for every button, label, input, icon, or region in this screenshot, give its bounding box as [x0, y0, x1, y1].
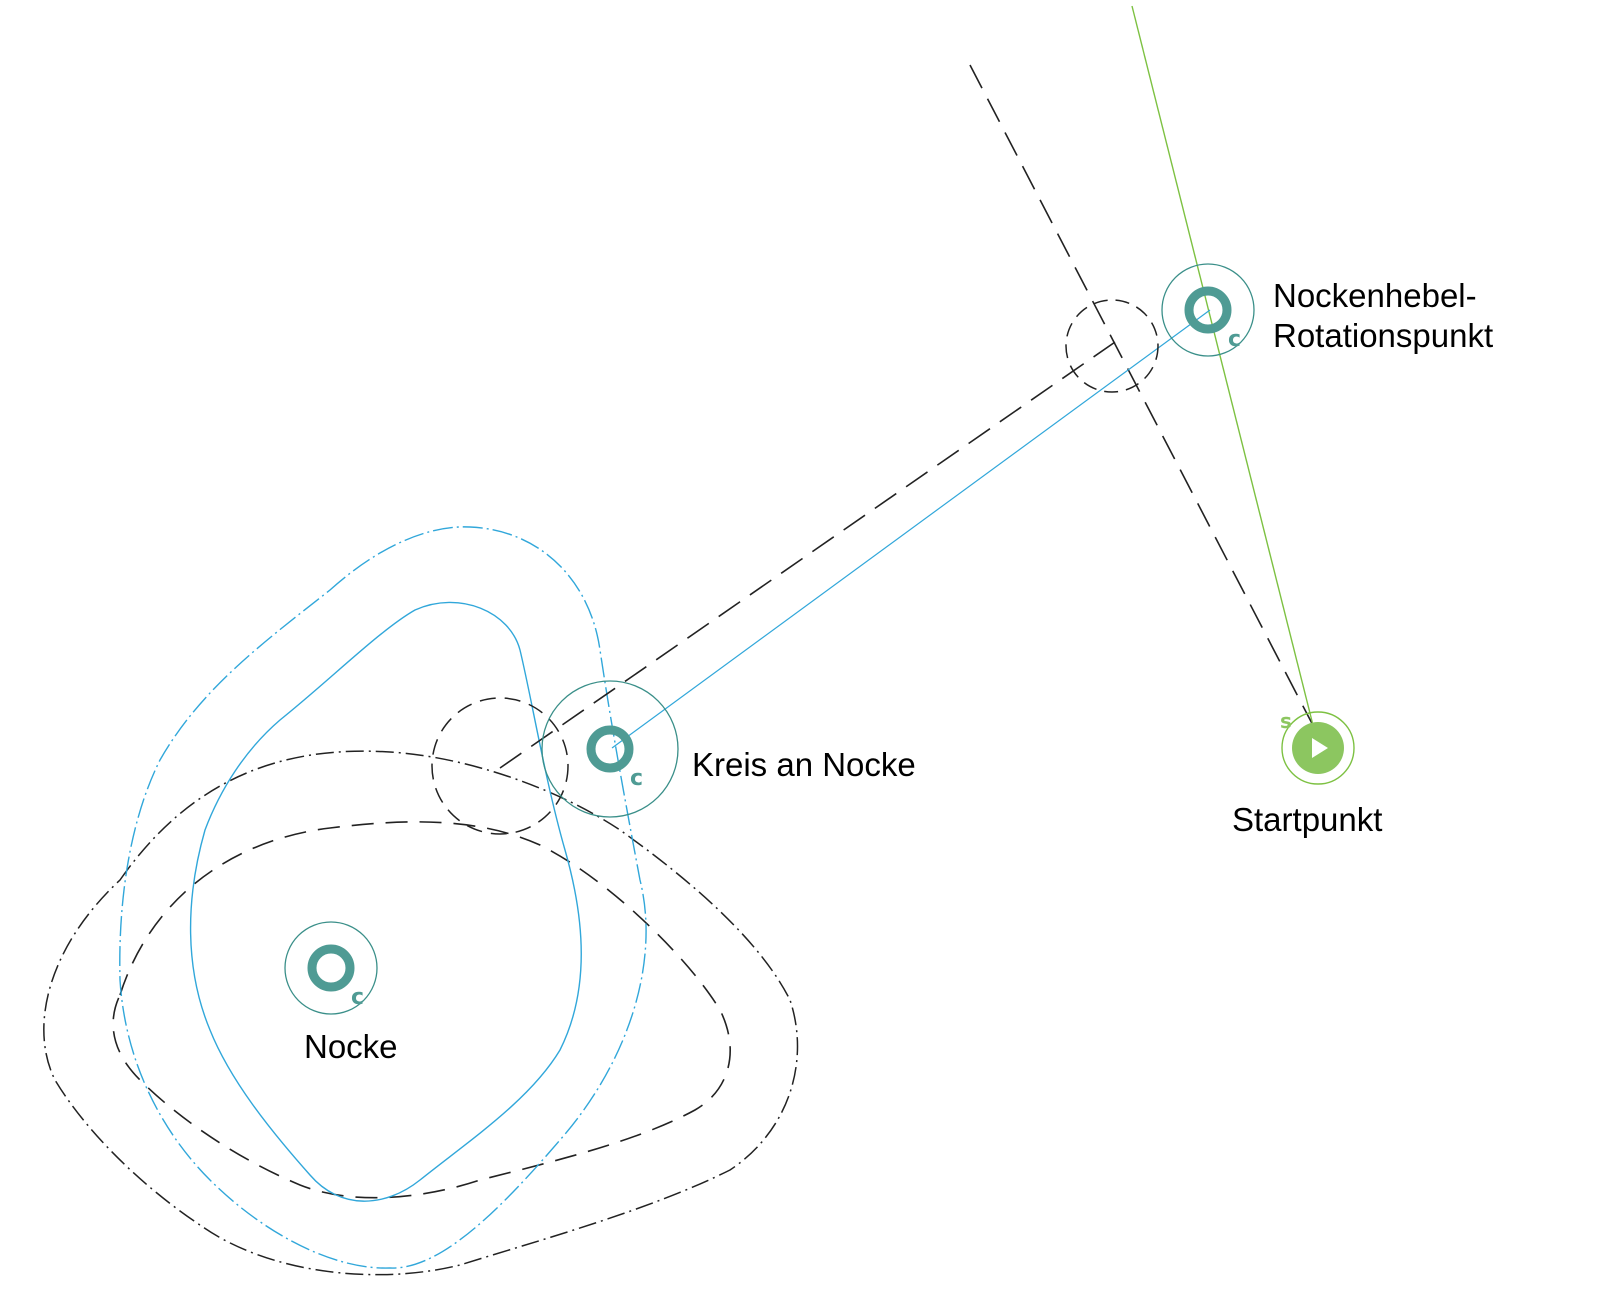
- cam-offset-curve: [119, 526, 647, 1269]
- circle-on-cam-marker[interactable]: c: [541, 680, 679, 818]
- rotation-point-c-marker: c: [1228, 327, 1241, 352]
- lever-arm-line: [611, 309, 1211, 749]
- start-point-marker[interactable]: s: [1280, 709, 1355, 785]
- center-point-icon: [586, 725, 634, 773]
- center-point-icon: [307, 944, 355, 992]
- circle-on-cam-c-marker: c: [630, 766, 643, 791]
- dashed-follower-circle: [431, 697, 569, 835]
- dashed-guide-line: [969, 64, 1319, 736]
- dashed-lever-line: [499, 339, 1119, 769]
- cam-profile-curve: [189, 601, 582, 1202]
- start-point-s-marker: s: [1280, 709, 1292, 733]
- start-direction-line: [1131, 5, 1319, 746]
- dashed-pivot-circle: [1065, 299, 1159, 393]
- center-point-icon: [1184, 286, 1232, 334]
- rotation-point-label-line2: Rotationspunkt: [1273, 317, 1493, 354]
- rotation-point-label-line1: Nockenhebel-: [1273, 277, 1477, 314]
- cam-inner-dashed-curve: [112, 821, 731, 1199]
- cam-outer-pitch-curve: [43, 750, 799, 1276]
- circle-on-cam-label: Kreis an Nocke: [692, 746, 916, 783]
- play-triangle-icon: [1312, 738, 1328, 758]
- cam-center-c-marker: c: [351, 985, 364, 1010]
- cam-center-marker[interactable]: c: [284, 921, 378, 1015]
- cam-center-outer-circle: [284, 921, 378, 1015]
- rotation-point-outer-circle: [1161, 263, 1255, 357]
- start-point-outer-circle: [1281, 711, 1355, 785]
- rotation-point-marker[interactable]: c: [1161, 263, 1255, 357]
- cam-label: Nocke: [304, 1028, 398, 1065]
- circle-on-cam-outer-circle: [541, 680, 679, 818]
- start-point-label: Startpunkt: [1232, 801, 1382, 838]
